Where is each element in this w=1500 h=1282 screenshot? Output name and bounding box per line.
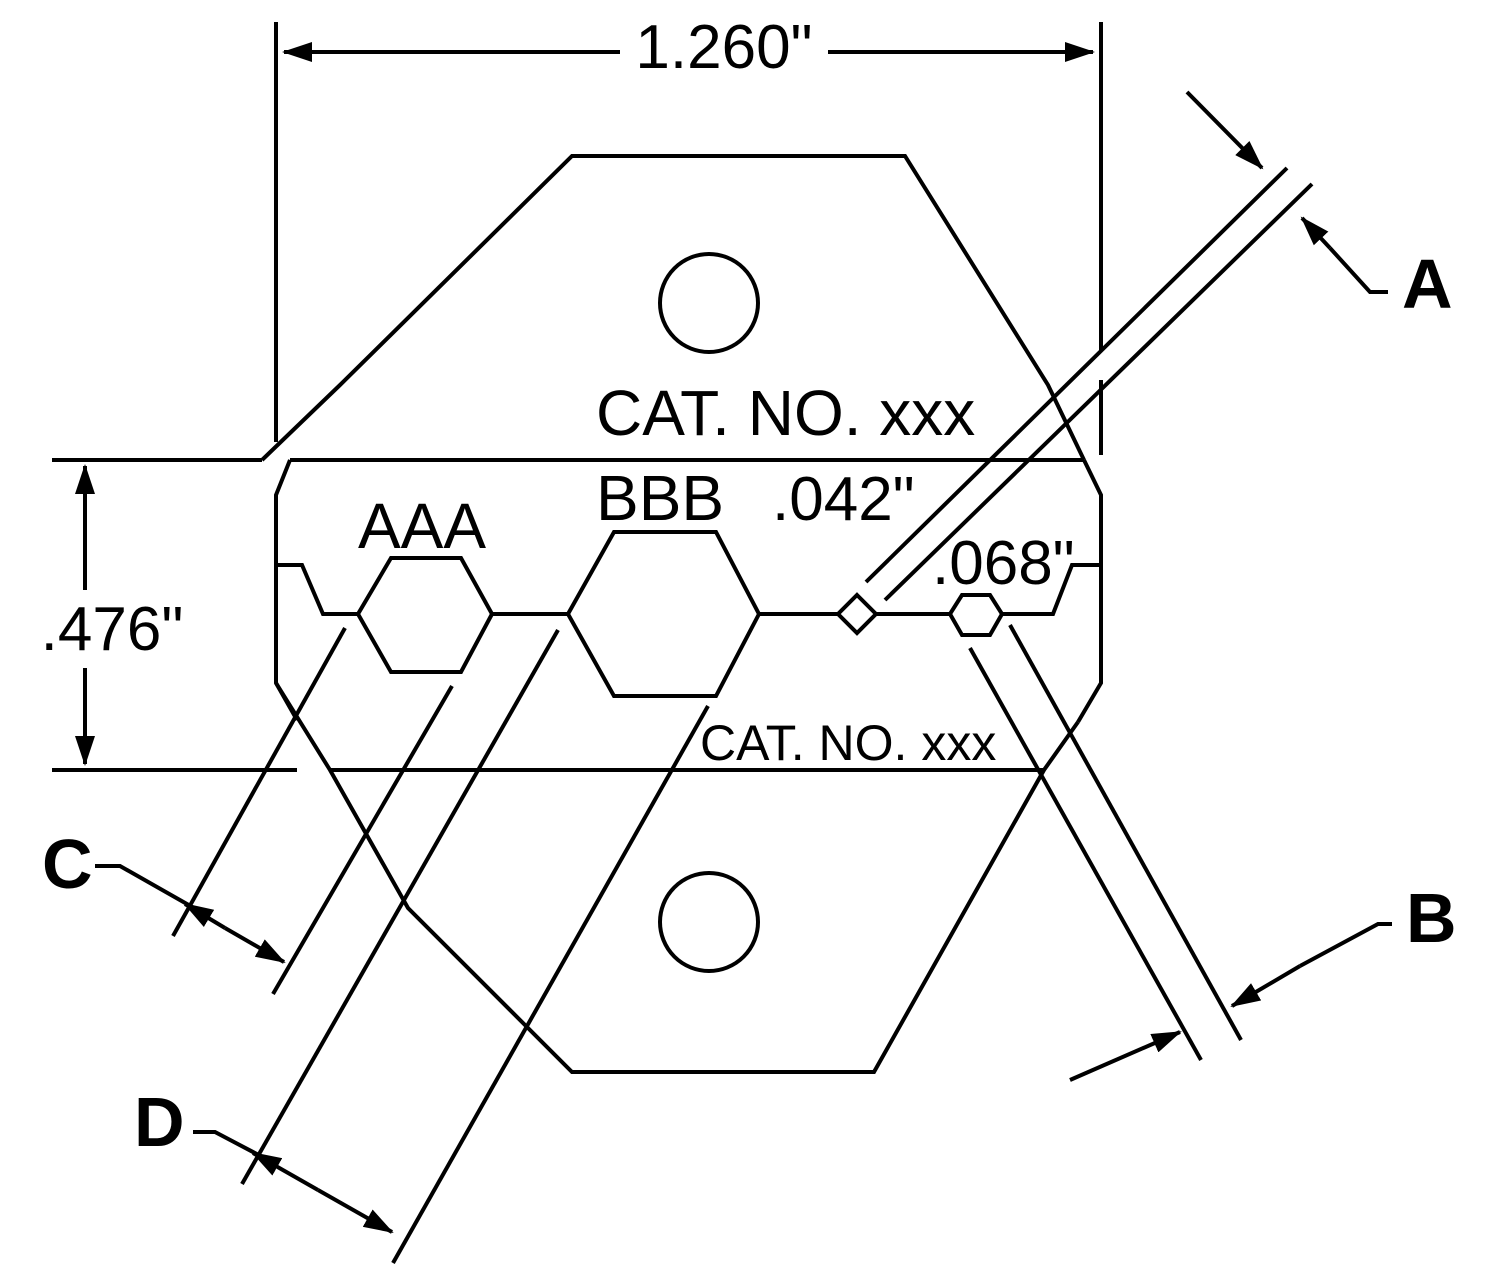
- callout-d-leader: [193, 1130, 273, 1164]
- callout-a-arrow-inner: [1300, 216, 1332, 250]
- slot-tiny-dimension-label: .068": [932, 529, 1075, 598]
- callout-d-label: D: [134, 1083, 185, 1161]
- die-strip-top-right: [1082, 459, 1103, 565]
- callout-a-extension-outer: [864, 166, 1289, 584]
- callout-b-leader: [1299, 922, 1392, 968]
- width-dimension-label: 1.260": [635, 13, 812, 82]
- crimp-profile-line: [276, 530, 838, 616]
- callout-a-label: A: [1402, 245, 1453, 323]
- callout-d-extension-left: [240, 629, 560, 1185]
- callout-d-arrow-right: [317, 1188, 394, 1234]
- callout-b-arrow-left: [1069, 1030, 1182, 1082]
- callout-a-extension-inner: [883, 182, 1314, 602]
- cat-no-top-label: CAT. NO. xxx: [596, 377, 975, 449]
- callout-c-leader: [95, 864, 195, 910]
- callout-c-extension-left: [171, 627, 347, 937]
- callout-b-extension-right: [1008, 624, 1243, 1041]
- aaa-cavity-lower: [356, 613, 494, 674]
- cavity-aaa-label: AAA: [358, 490, 486, 562]
- height-dimension-label: .476": [41, 595, 184, 664]
- callout-a-leader: [1328, 246, 1388, 294]
- diamond-cavity: [835, 592, 879, 636]
- callout-b-label: B: [1406, 879, 1457, 957]
- callout-c-extension-right: [271, 684, 454, 996]
- lower-die-outline: [274, 681, 1080, 1074]
- tiny-cavity-lower: [948, 613, 1004, 637]
- callout-b-extension-left: [968, 647, 1203, 1061]
- die-strip-top-left: [274, 459, 292, 565]
- callout-b-arrow-right: [1230, 964, 1302, 1008]
- cat-no-bottom-label: CAT. NO. xxx: [700, 715, 996, 771]
- upper-die-hole: [658, 252, 760, 354]
- die-strip-bottom-right: [1076, 565, 1103, 724]
- callout-a-arrow-outer: [1185, 90, 1264, 170]
- slot-small-dimension-label: .042": [772, 465, 915, 534]
- callout-d-extension-right: [391, 705, 710, 1264]
- callout-c-arrow-left: [183, 902, 227, 930]
- crimp-profile-line-right: [876, 563, 1101, 616]
- callout-c-arrow-right: [224, 926, 286, 964]
- callout-c-label: C: [42, 825, 93, 903]
- lower-die-hole: [658, 871, 760, 973]
- cavity-bbb-label: BBB: [596, 462, 724, 534]
- bbb-cavity-lower: [566, 613, 761, 698]
- callout-d-arrow-left: [251, 1151, 319, 1192]
